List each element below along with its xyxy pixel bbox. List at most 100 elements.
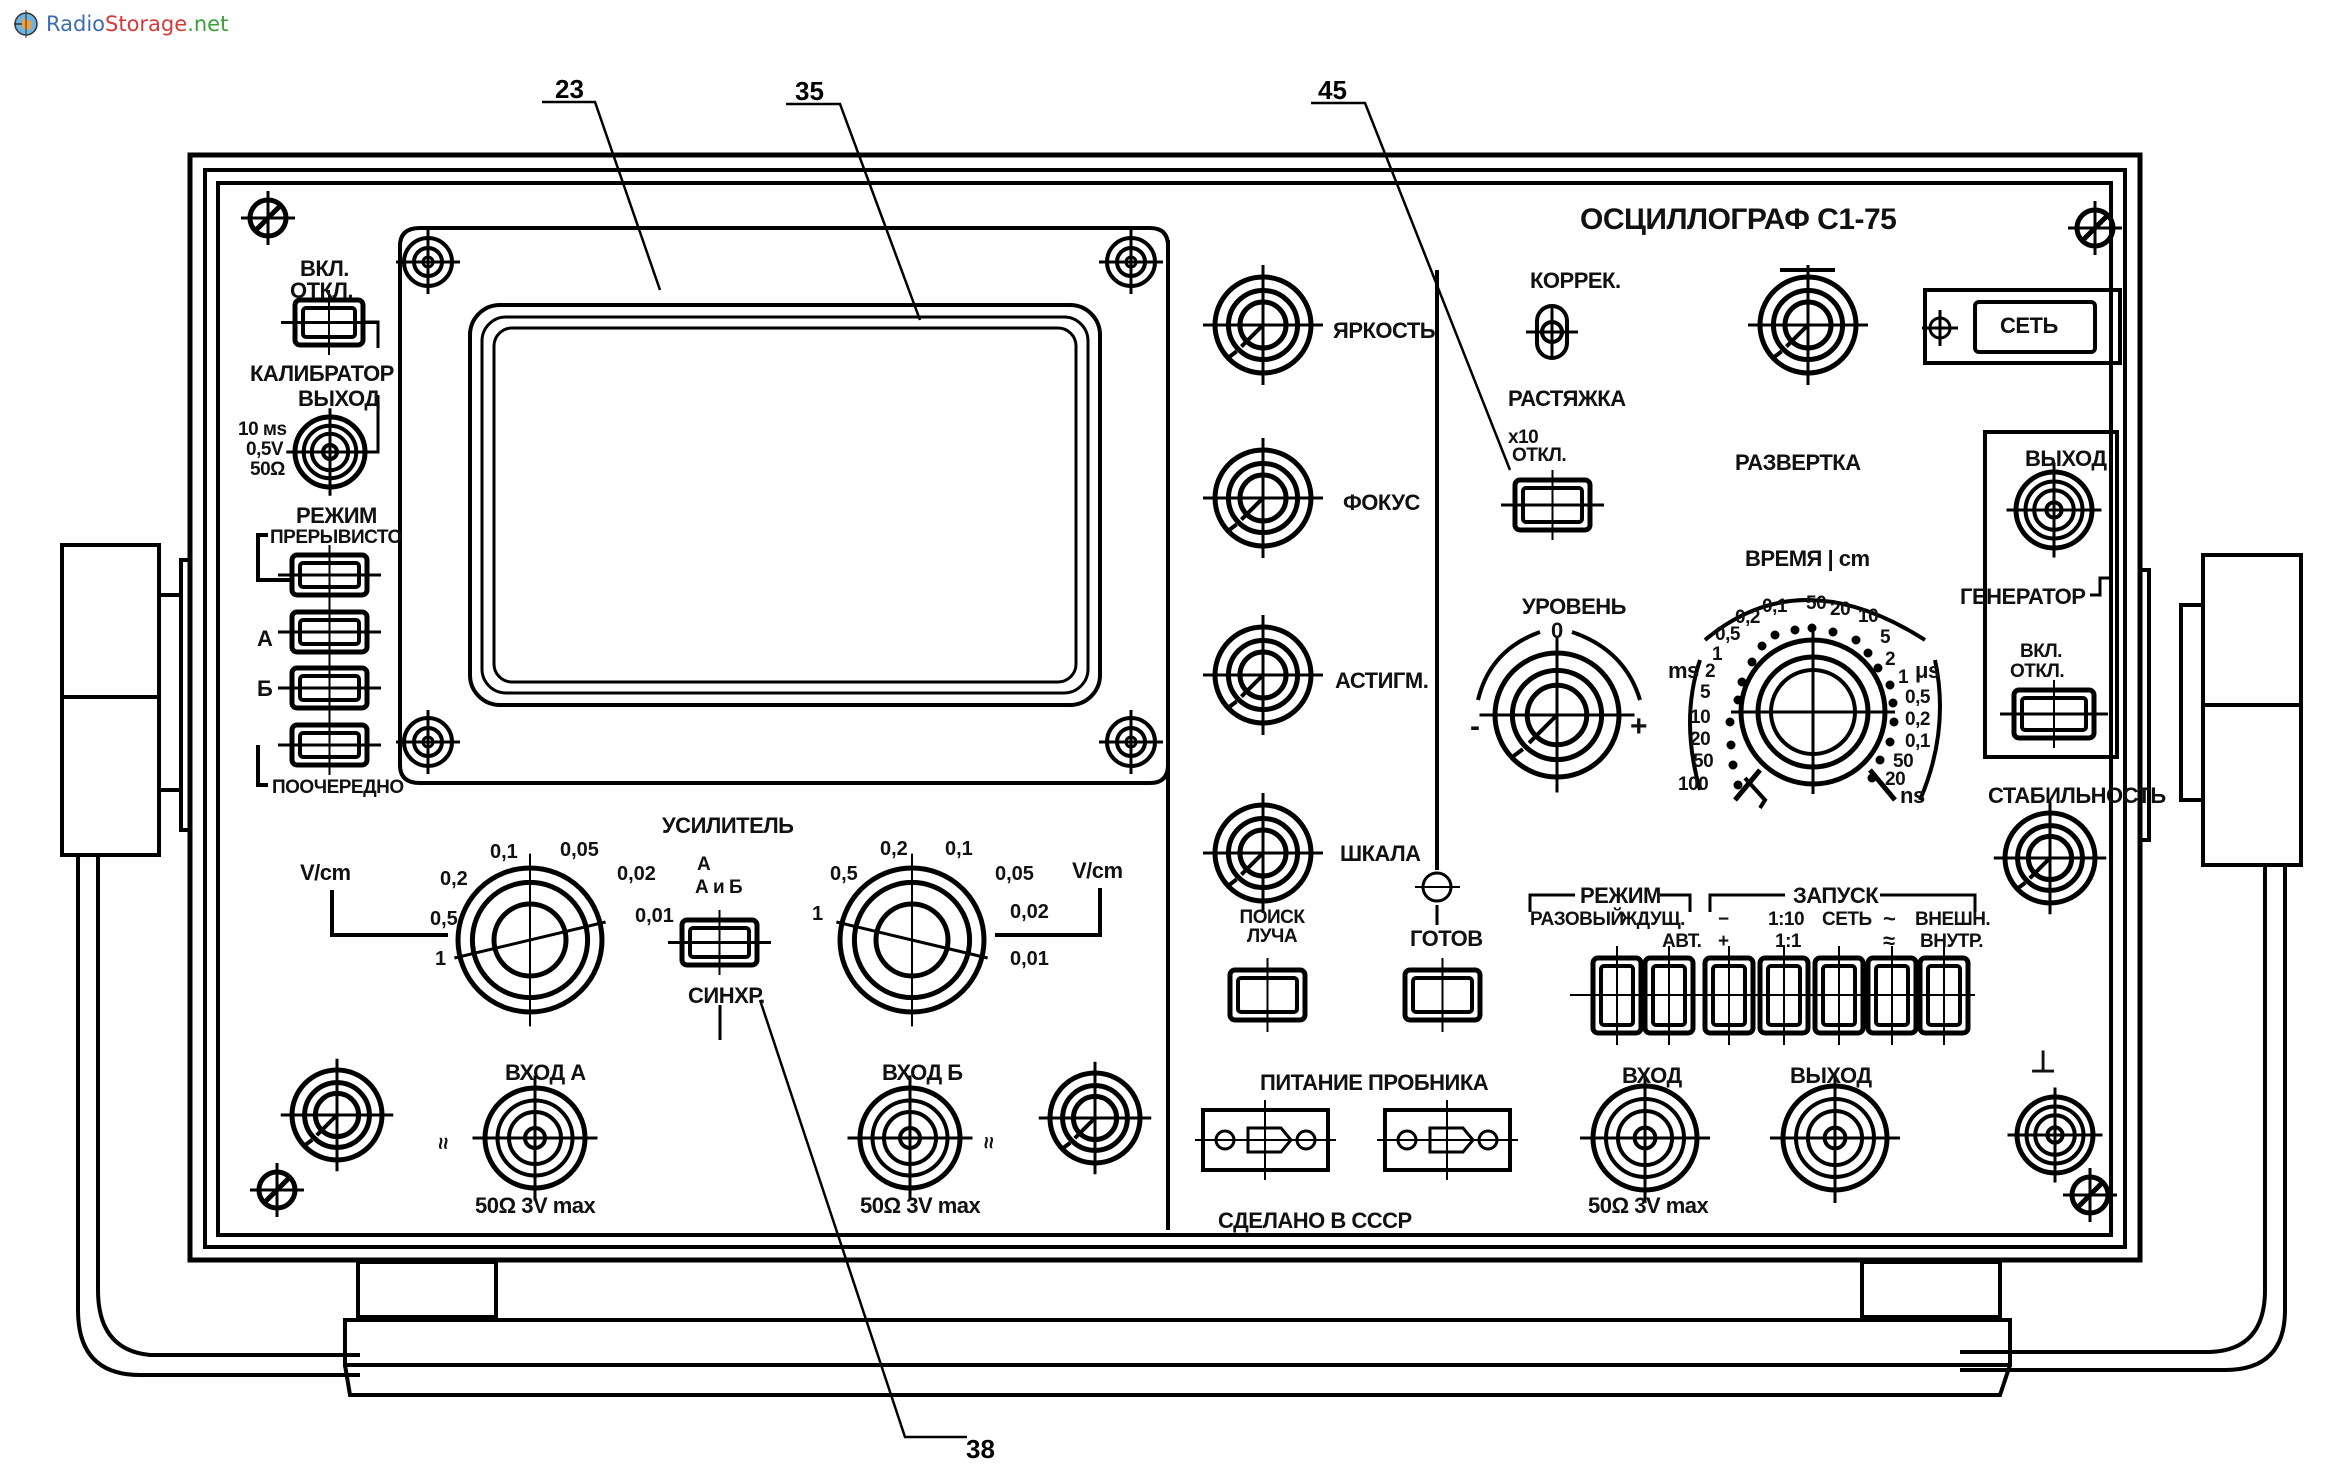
- input-a-spec: 50Ω 3V max: [475, 1193, 596, 1218]
- panel-outer-frame: [187, 152, 2143, 1263]
- mode-button-alternate[interactable]: [278, 715, 381, 775]
- trigger-source-int: ВНУТР.: [1920, 931, 1983, 952]
- stretch-off-label: ОТКЛ.: [1512, 445, 1567, 466]
- trigger-source-ext: ВНЕШН.: [1915, 909, 1991, 930]
- channel-a-scale-tick: 1: [435, 948, 446, 970]
- input-a-connector[interactable]: [472, 1075, 598, 1201]
- power-switch-label: СЕТЬ: [2000, 313, 2058, 338]
- trigger-divider-1-1: 1:1: [1775, 931, 1801, 952]
- channel-b-scale-tick: 0,2: [880, 838, 908, 860]
- scale-illumination-label: ШКАЛА: [1340, 841, 1421, 866]
- panel-screw-bottom-left: [250, 1163, 304, 1217]
- crt-screen: [398, 226, 1170, 785]
- input-b-coupling-label: ≈: [975, 1137, 1001, 1149]
- ready-label: ГОТОВ: [1410, 926, 1483, 951]
- probe-power-socket-1[interactable]: [1195, 1100, 1336, 1180]
- ext-sweep-input-connector[interactable]: [1580, 1073, 1710, 1203]
- channel-b-unit-label: V/cm: [1072, 858, 1123, 883]
- level-plus-label: +: [1630, 710, 1648, 743]
- input-b-connector[interactable]: [847, 1075, 973, 1201]
- trigger-coupling-acdc: ≈: [1883, 928, 1895, 953]
- trigger-coupling-ac: ~: [1883, 906, 1896, 931]
- gate-output-label: ВЫХОД: [1790, 1063, 1872, 1088]
- mode-bracket: [256, 533, 292, 787]
- amplifier-title: УСИЛИТЕЛЬ: [662, 813, 794, 838]
- channel-b-scale-tick: 0,05: [995, 863, 1034, 885]
- stability-knob[interactable]: [1993, 801, 2107, 915]
- channel-a-scale-tick: 0,01: [635, 905, 674, 927]
- sync-ab-label: А и Б: [695, 877, 743, 898]
- level-zero-label: 0: [1551, 618, 1563, 643]
- sweep-title: РАЗВЕРТКА: [1735, 450, 1861, 475]
- correction-label: КОРРЕК.: [1530, 268, 1621, 293]
- time-per-cm-switch[interactable]: [1688, 598, 1942, 810]
- channel-b-volts-div-switch[interactable]: [836, 853, 988, 1027]
- time-tick-ms-20: 20: [1690, 729, 1711, 750]
- trigger-divider-1-10: 1:10: [1768, 909, 1805, 930]
- stretch-x10-label: x10: [1508, 427, 1539, 448]
- generator-panel: [1983, 430, 2119, 759]
- ground-terminal[interactable]: [2007, 1087, 2103, 1183]
- ready-link-line: [1415, 270, 1460, 925]
- ready-indicator[interactable]: [1402, 958, 1483, 1032]
- right-handle: [1960, 553, 2303, 1372]
- probe-power-socket-2[interactable]: [1377, 1100, 1518, 1180]
- panel-title: ОСЦИЛЛОГРАФ С1-75: [1580, 203, 1897, 236]
- ms-unit-label: ms: [1668, 658, 1699, 683]
- sync-select-button[interactable]: [668, 910, 771, 975]
- channel-a-scale-tick: 0,02: [617, 863, 656, 885]
- time-tick-ms-0.2: 0,2: [1735, 607, 1760, 628]
- channel-a-volts-div-switch[interactable]: [454, 853, 606, 1027]
- calibrator-spec-voltage: 0,5V: [246, 439, 284, 460]
- time-tick-us-0.1: 0,1: [1905, 731, 1930, 752]
- stretch-label: РАСТЯЖКА: [1508, 386, 1626, 411]
- watermark-radio: Radio: [46, 12, 106, 36]
- mode-button-b[interactable]: [278, 658, 381, 718]
- time-per-cm-label: ВРЕМЯ | cm: [1745, 546, 1870, 571]
- channel-a-scale-tick: 0,1: [490, 841, 518, 863]
- generator-off-label: ОТКЛ.: [2010, 661, 2065, 682]
- time-tick-ms-0.5: 0,5: [1715, 624, 1740, 645]
- channel-a-position-knob[interactable]: [280, 1058, 394, 1172]
- time-tick-ns-20: 20: [1885, 769, 1906, 790]
- focus-knob[interactable]: [1203, 438, 1323, 558]
- ns-unit-label: ns: [1900, 783, 1925, 808]
- time-tick-us-2: 2: [1885, 649, 1896, 670]
- power-switch[interactable]: [1922, 288, 2122, 365]
- calibrator-spec-impedance: 50Ω: [250, 459, 285, 480]
- stretch-x10-button[interactable]: [1501, 470, 1604, 540]
- astigmatism-knob[interactable]: [1203, 615, 1323, 735]
- channel-a-scale-tick: 0,05: [560, 839, 599, 861]
- time-tick-us-10: 10: [1858, 606, 1879, 627]
- channel-b-scale-tick: 0,1: [945, 838, 973, 860]
- trigger-polarity-plus: +: [1718, 931, 1729, 952]
- correction-trimmer[interactable]: [1526, 304, 1578, 360]
- mode-button-a[interactable]: [278, 602, 381, 662]
- time-tick-ms-2: 2: [1705, 661, 1716, 682]
- horizontal-position-knob[interactable]: [1748, 265, 1868, 385]
- channel-b-position-knob[interactable]: [1038, 1061, 1152, 1175]
- beam-search-button[interactable]: [1227, 958, 1308, 1032]
- time-tick-ns-50: 50: [1893, 751, 1914, 772]
- calibrator-output-connector[interactable]: [286, 408, 374, 496]
- crt-mount-top-right: [1099, 230, 1163, 294]
- time-tick-ms-1: 1: [1712, 644, 1723, 665]
- scale-illumination-knob[interactable]: [1203, 793, 1323, 913]
- mode-button-chop[interactable]: [278, 545, 381, 605]
- panel-screw-top-right: [2068, 201, 2122, 255]
- generator-output-connector[interactable]: [2006, 462, 2102, 558]
- generator-on-label: ВКЛ.: [2020, 641, 2062, 662]
- watermark-logo: RadioStorage.net: [12, 10, 228, 38]
- time-tick-ms-100: 100: [1678, 774, 1709, 795]
- level-minus-label: -: [1470, 710, 1480, 743]
- trigger-level-knob[interactable]: [1479, 637, 1635, 793]
- us-unit-label: μs: [1915, 658, 1940, 683]
- mode-b-label: Б: [257, 676, 273, 701]
- trigger-launch-group-label: ЗАПУСК: [1793, 883, 1879, 908]
- crt-mount-bottom-left: [396, 710, 460, 774]
- generator-on-off-button[interactable]: [2000, 680, 2108, 748]
- generator-output-label: ВЫХОД: [2025, 446, 2107, 471]
- gate-output-connector[interactable]: [1770, 1073, 1900, 1203]
- brightness-knob[interactable]: [1203, 265, 1323, 385]
